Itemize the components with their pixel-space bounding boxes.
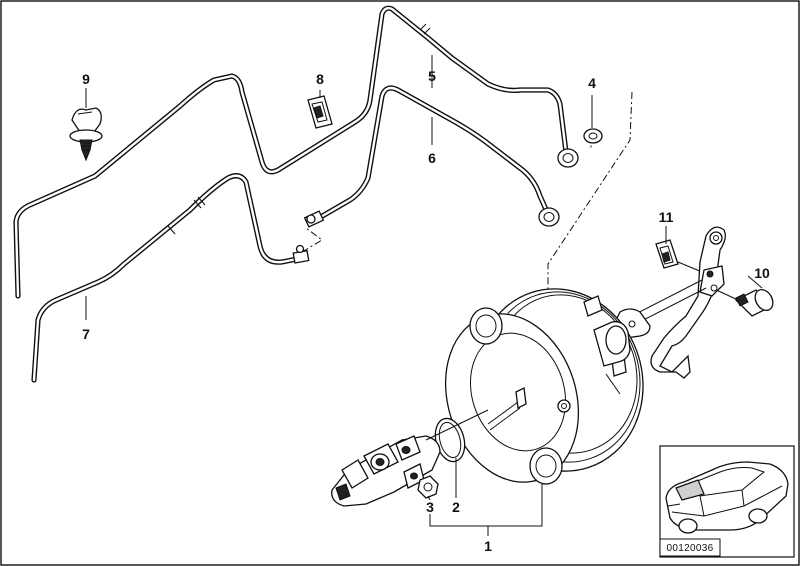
callout-6: 6: [428, 150, 436, 166]
callout-3: 3: [426, 499, 434, 515]
callout-9: 9: [82, 71, 90, 87]
leader-lines: [85, 55, 763, 536]
callout-1: 1: [484, 538, 492, 554]
callout-10: 10: [754, 265, 770, 281]
brake-line-6: [309, 85, 551, 225]
callout-8: 8: [316, 71, 324, 87]
callout-5: 5: [428, 68, 436, 84]
brake-line-7: [31, 173, 305, 383]
pipe-bands: [167, 23, 431, 235]
callout-2: 2: [452, 499, 460, 515]
car-silhouette-icon: [665, 461, 789, 534]
pipe-fitting-6: [538, 207, 560, 227]
clip-8: [307, 95, 333, 129]
washer-4: [583, 128, 603, 144]
diagram-code: 00120036: [667, 543, 714, 554]
clip-11: [655, 239, 679, 269]
nut-3: [417, 475, 439, 499]
callout-7: 7: [82, 326, 90, 342]
inset-box: 00120036: [659, 445, 795, 558]
pipe-union-6: [303, 210, 325, 228]
brake-booster: [444, 288, 644, 485]
pin-10: [734, 289, 774, 317]
callout-11: 11: [659, 209, 674, 225]
union-dash-line: [301, 227, 323, 253]
brake-line-5: [13, 5, 569, 299]
clip-11-line: [677, 261, 703, 273]
pipe-fitting-5: [557, 148, 579, 168]
master-cylinder: [331, 409, 489, 507]
clip-9: [69, 107, 103, 162]
pipe-union-7: [292, 244, 310, 264]
callout-4: 4: [588, 75, 596, 91]
o-ring-2: [434, 417, 466, 463]
pedal-bracket: [650, 226, 726, 379]
